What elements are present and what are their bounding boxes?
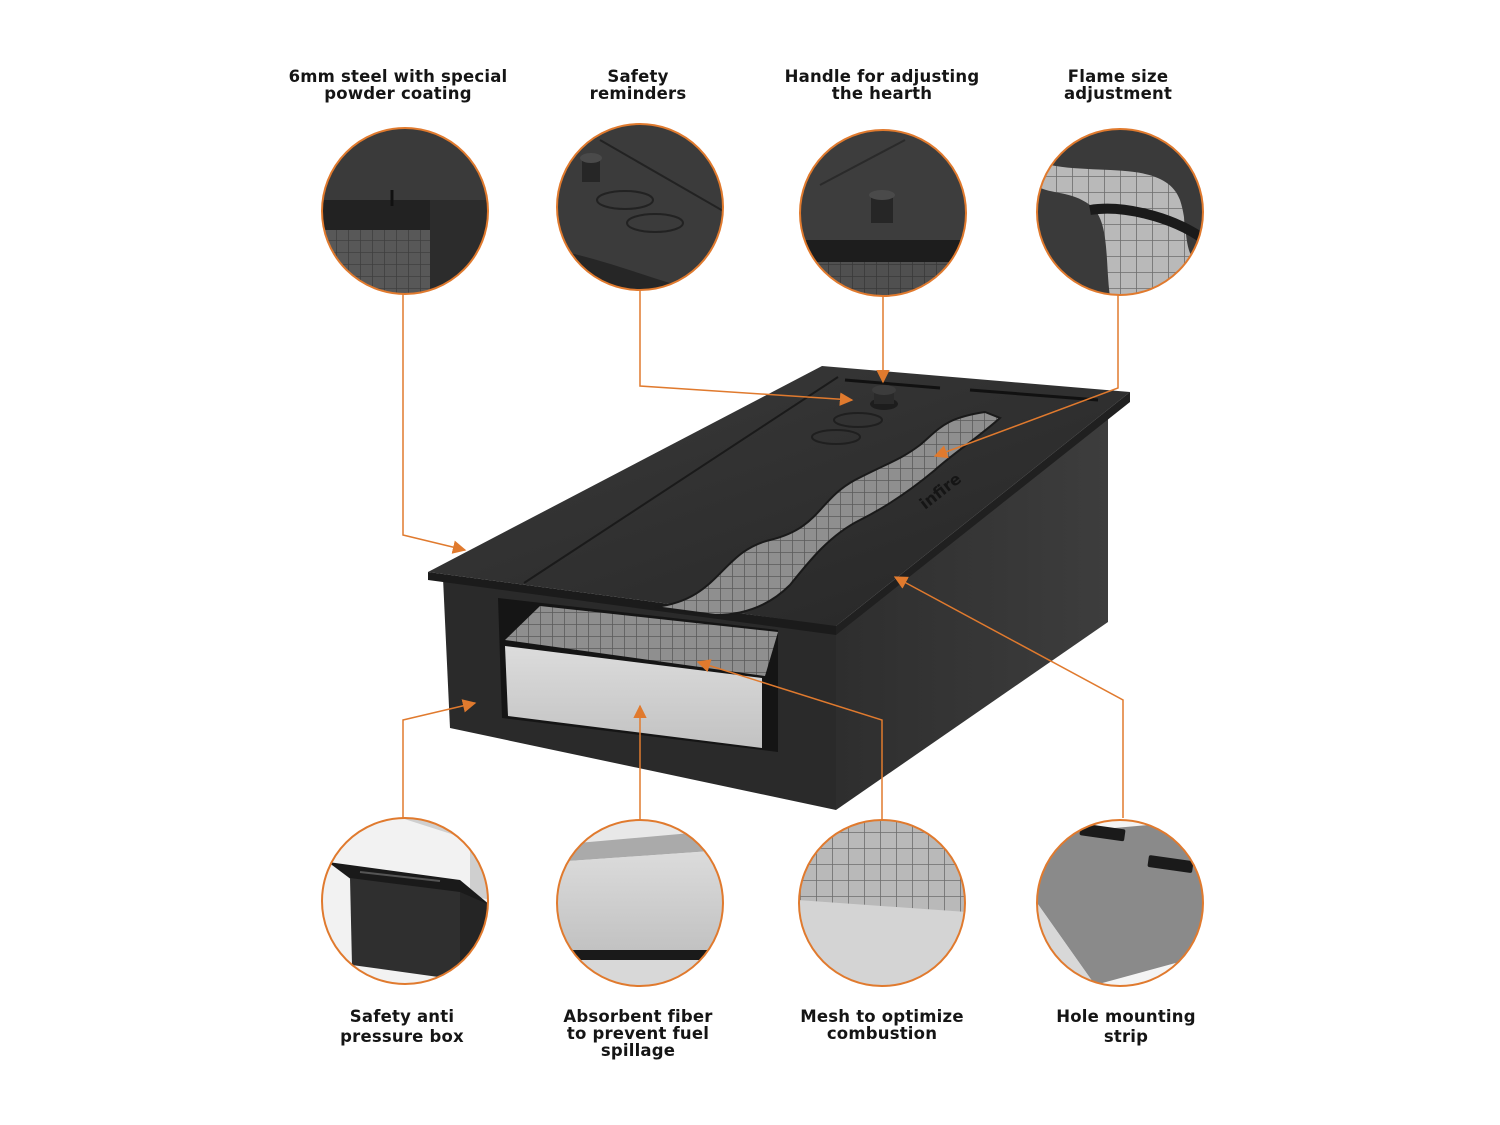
burner-right-face — [836, 418, 1108, 810]
safety-stamp-icon — [833, 412, 883, 428]
detail-circle-steel — [321, 127, 489, 295]
detail-circle-mesh — [798, 819, 966, 987]
safety-stamp-icon — [811, 429, 861, 445]
mount-slot — [969, 388, 1099, 402]
detail-circle-flame-size — [1036, 128, 1204, 296]
burner-body: infire — [428, 366, 1130, 810]
lid-seam — [523, 376, 839, 584]
flame-opening — [654, 410, 1002, 617]
detail-circle-handle — [799, 129, 967, 297]
detail-circle-mounting-strip — [1036, 819, 1204, 987]
mount-slot — [844, 378, 941, 390]
detail-circle-anti-pressure-box — [321, 817, 489, 985]
detail-circle-safety-reminders — [556, 123, 724, 291]
callout-lines — [402, 290, 1124, 820]
top-plate-edge — [428, 572, 836, 635]
detail-circle-absorbent-fiber — [556, 819, 724, 987]
inner-mesh — [505, 606, 778, 676]
handle-icon — [872, 385, 896, 395]
